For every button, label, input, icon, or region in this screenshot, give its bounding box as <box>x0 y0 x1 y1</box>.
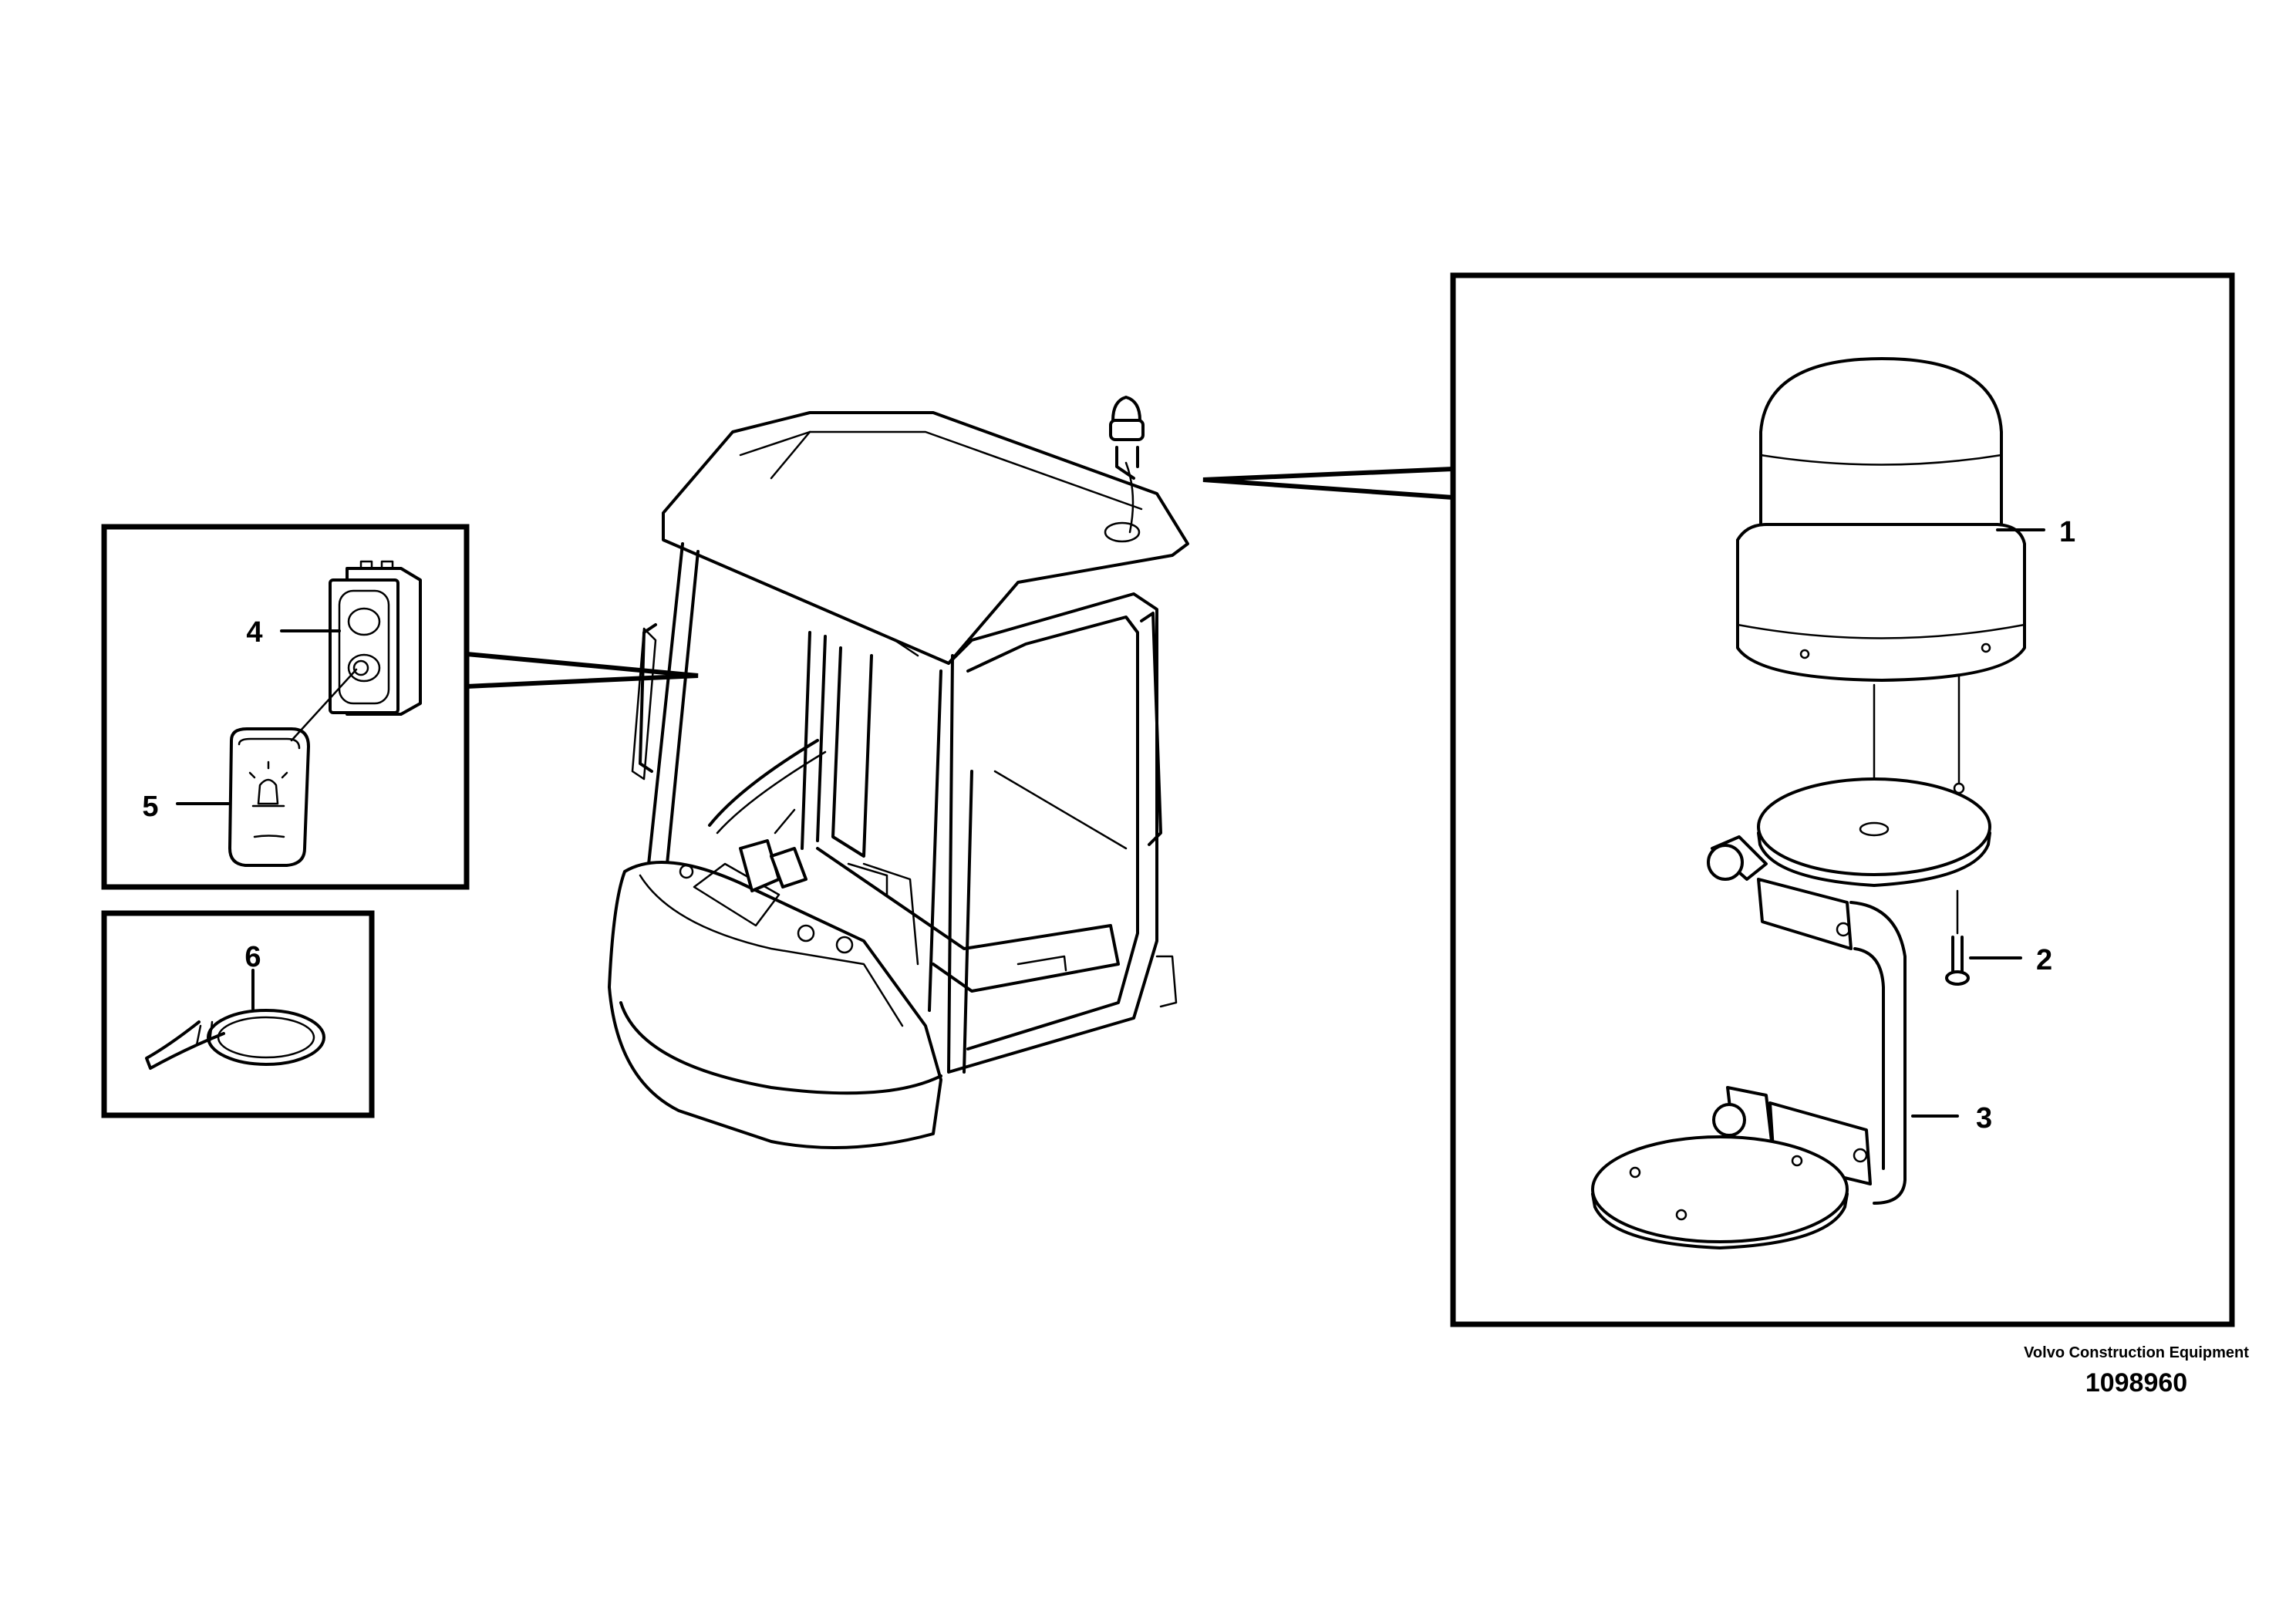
operator-cab <box>608 411 1189 1149</box>
mounting-plate-upper <box>1757 777 1991 887</box>
drawing-number: 1098960 <box>2085 1368 2188 1398</box>
cable-tie <box>145 1009 325 1070</box>
drawing-credit: Volvo Construction Equipment 1098960 <box>2021 1344 2252 1400</box>
callout-5: 5 <box>142 791 158 823</box>
callout-2: 2 <box>2036 944 2052 976</box>
rocker-switch-cap <box>228 727 310 867</box>
callout-3: 3 <box>1976 1102 1992 1135</box>
rocker-switch-housing <box>329 560 422 716</box>
roof-beacon-small <box>1104 396 1145 543</box>
callout-6: 6 <box>244 941 261 973</box>
callout-1: 1 <box>2059 516 2075 548</box>
assembly-line-5-4 <box>290 668 358 742</box>
beacon-light <box>1736 357 2026 682</box>
detail-box-beacon <box>1450 272 2235 1327</box>
manufacturer-name: Volvo Construction Equipment <box>2024 1344 2249 1361</box>
mounting-plate-lower <box>1591 1135 1849 1249</box>
screw <box>1945 889 1970 986</box>
callout-4: 4 <box>246 616 262 649</box>
detail-box-switch <box>101 524 470 890</box>
detail-box-cable-tie <box>101 910 375 1118</box>
